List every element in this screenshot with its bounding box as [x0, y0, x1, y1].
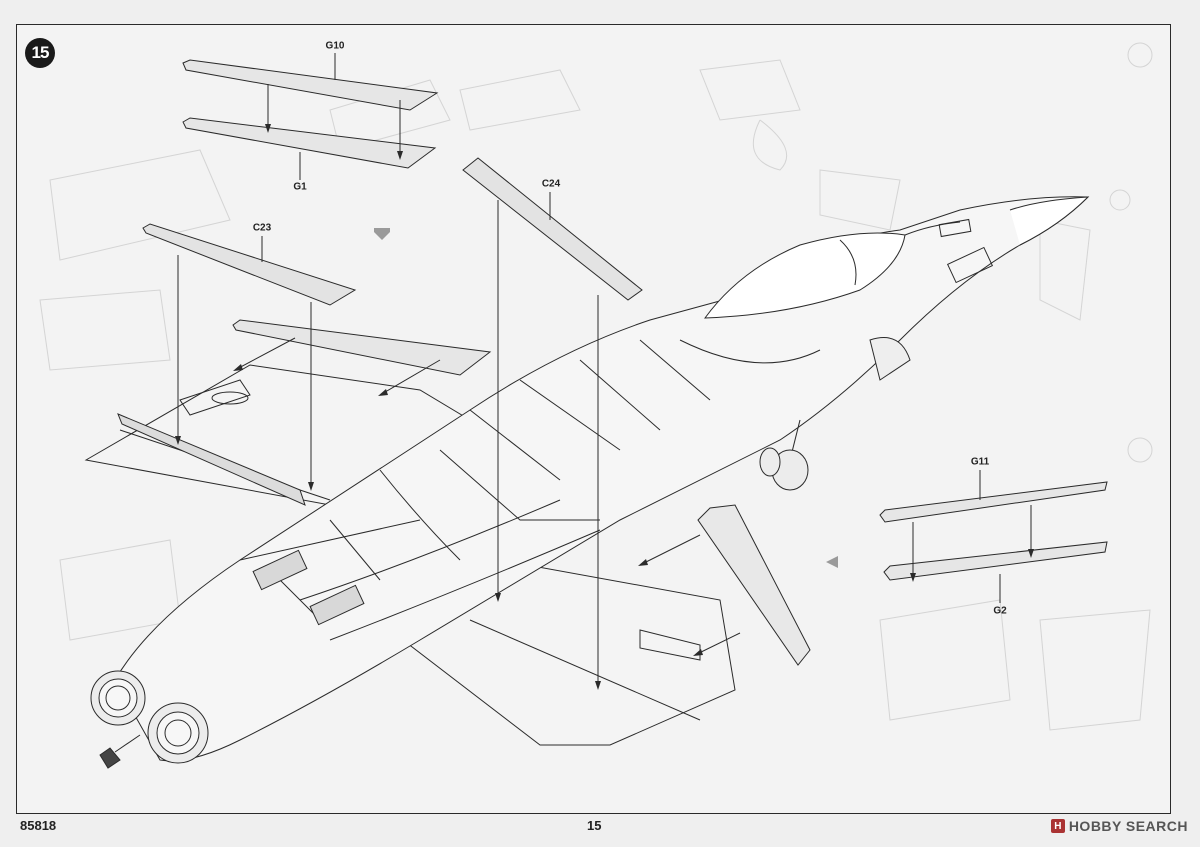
watermark-brand: HOBBY — [1068, 818, 1122, 834]
parts — [117, 59, 1108, 666]
ghost-background — [39, 42, 1153, 731]
part-g2-shape — [883, 541, 1108, 581]
part-label-g11: G11 — [970, 456, 990, 468]
direction-arrows — [374, 228, 838, 568]
part-g1-shape — [182, 117, 437, 169]
part-g10-shape — [182, 59, 439, 111]
fuselage — [84, 196, 1090, 769]
page-number: 15 — [587, 818, 602, 833]
hobby-search-logo-icon: H — [1050, 819, 1065, 833]
aileron-right — [697, 504, 811, 666]
part-label-c23: C23 — [252, 222, 272, 234]
part-c24-shape — [462, 157, 643, 301]
canopy — [703, 232, 906, 319]
kit-number: 85818 — [20, 818, 57, 833]
part-g11-shape — [879, 481, 1108, 523]
watermark: H HOBBY SEARCH — [1050, 818, 1188, 834]
part-label-c24: C24 — [541, 178, 561, 190]
watermark-suffix: SEARCH — [1125, 818, 1188, 834]
part-label-g1: G1 — [293, 181, 307, 193]
part-label-g10: G10 — [325, 40, 345, 52]
part-c23-shape — [142, 223, 357, 306]
leader-lines — [177, 53, 1032, 685]
arrow-heads — [175, 124, 1034, 690]
flap-left — [232, 319, 492, 376]
part-label-g2: G2 — [993, 605, 1007, 617]
step-number-badge: 15 — [25, 38, 55, 68]
